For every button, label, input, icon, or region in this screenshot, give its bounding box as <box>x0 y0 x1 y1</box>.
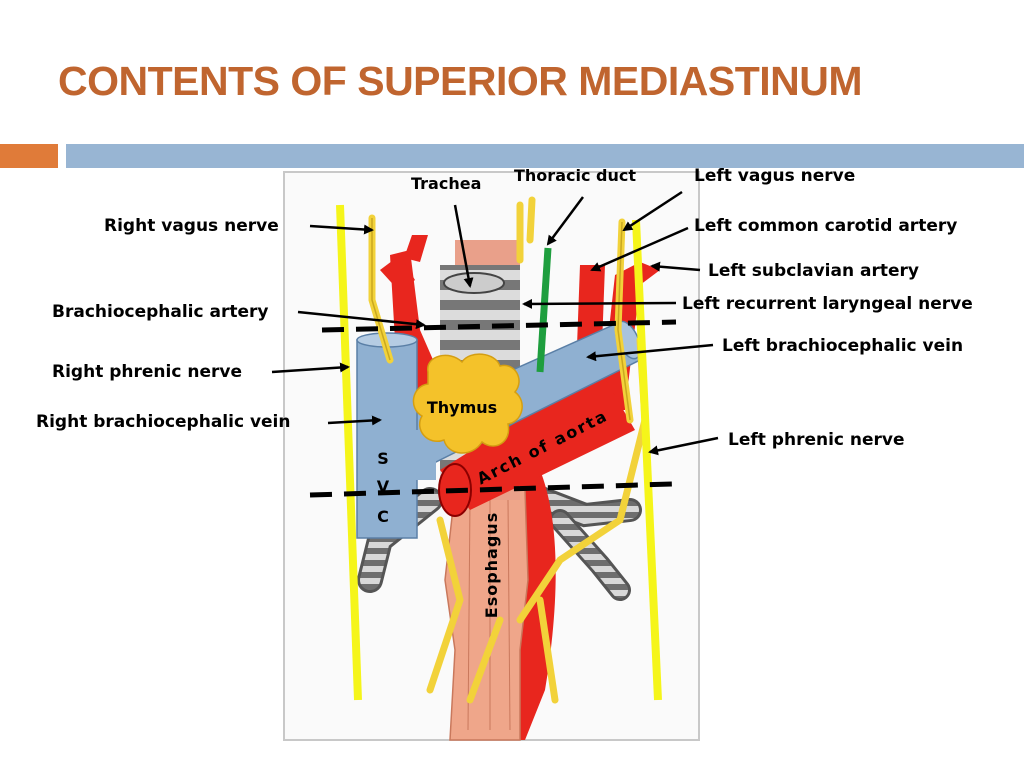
right-phrenic-line <box>336 204 362 701</box>
accent-bar-blue <box>66 144 1024 168</box>
label-esophagus: Esophagus <box>482 512 501 618</box>
thymus <box>412 353 523 454</box>
label-left-recurrent-laryngeal-nerve: Left recurrent laryngeal nerve <box>682 294 973 314</box>
label-left-phrenic-nerve: Left phrenic nerve <box>728 430 905 450</box>
label-svc-s: S <box>377 449 389 468</box>
arrow-left-phrenic <box>648 436 719 456</box>
accent-bar-orange <box>0 144 58 168</box>
arrow-right-phrenic <box>271 362 350 374</box>
arrow-trachea <box>453 204 474 288</box>
label-left-vagus-nerve: Left vagus nerve <box>694 166 856 186</box>
arrow-left-common-carotid <box>590 226 689 272</box>
arrow-right-brachiocephalic-vein <box>327 415 382 426</box>
arch-of-aorta <box>440 370 635 510</box>
label-trachea: Trachea <box>411 174 482 193</box>
thoracic-duct <box>536 247 552 373</box>
label-right-brachiocephalic-vein: Right brachiocephalic vein <box>36 412 291 432</box>
label-brachiocephalic-artery: Brachiocephalic artery <box>52 302 269 322</box>
superior-vena-cava <box>356 332 436 539</box>
slide-title: CONTENTS OF SUPERIOR MEDIASTINUM <box>58 58 863 104</box>
arrow-right-vagus <box>309 224 374 235</box>
arrow-left-vagus <box>622 190 683 232</box>
label-svc-v: V <box>377 477 390 496</box>
label-right-phrenic-nerve: Right phrenic nerve <box>52 362 242 382</box>
lower-boundary-line <box>309 481 673 498</box>
label-left-subclavian-artery: Left subclavian artery <box>708 261 919 281</box>
label-thoracic-duct: Thoracic duct <box>514 166 636 185</box>
arrow-left-brachiocephalic-vein <box>586 343 714 362</box>
arrow-thoracic-duct <box>546 196 585 246</box>
label-svc-c: C <box>377 507 389 526</box>
left-phrenic-line <box>632 219 662 701</box>
esophagus <box>444 489 529 741</box>
upper-boundary-line <box>321 319 677 333</box>
arrow-brachiocephalic-artery <box>297 310 426 330</box>
label-right-vagus-nerve: Right vagus nerve <box>104 216 279 236</box>
label-left-common-carotid-artery: Left common carotid artery <box>694 216 958 236</box>
label-thymus: Thymus <box>427 398 497 417</box>
label-left-brachiocephalic-vein: Left brachiocephalic vein <box>722 336 964 356</box>
arrow-left-subclavian <box>650 261 701 272</box>
arrow-left-recurrent-laryngeal <box>522 298 677 309</box>
